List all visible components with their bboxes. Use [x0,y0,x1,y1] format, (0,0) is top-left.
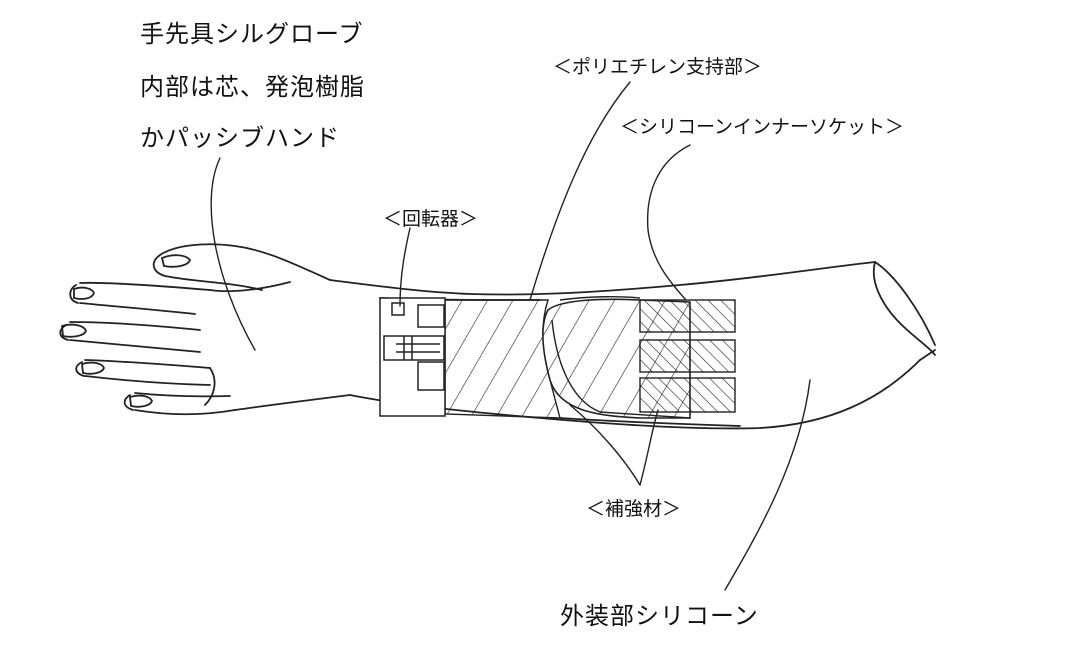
rotator [379,297,446,417]
label-outer-silicone: 外装部シリコーン [560,602,759,630]
label-reinforcement: ＜補強材＞ [586,498,682,520]
reinforcement-blocks [639,299,736,413]
label-polyethylene-support: ＜ポリエチレン支持部＞ [553,56,763,78]
note-line-2: 内部は芯、発泡樹脂 [140,73,365,101]
label-silicone-inner-socket: ＜シリコーンインナーソケット＞ [620,116,905,138]
label-rotator: ＜回転器＞ [383,208,479,230]
hand-glove [59,243,351,416]
note-line-1: 手先具シルグローブ [140,20,364,48]
leader-lines [210,81,811,591]
note-line-3: かパッシブハンド [140,124,340,152]
polyethylene-support [444,299,561,419]
